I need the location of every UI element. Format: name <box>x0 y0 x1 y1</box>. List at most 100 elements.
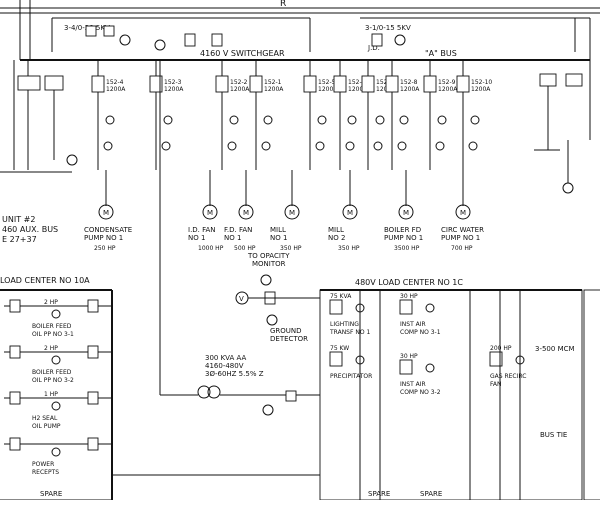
lc-right-rating: 75 KW <box>330 345 349 352</box>
motor-symbol <box>202 204 218 220</box>
motor-name-1: MILL <box>270 226 286 234</box>
lc-left-title: LOAD CENTER NO 10A <box>0 276 90 285</box>
feeder-rating: 1200A <box>106 86 126 93</box>
lc-left-breaker <box>9 345 21 359</box>
unit-label-3: E 27+37 <box>2 235 37 244</box>
feeder-rating: 1200A <box>318 86 338 93</box>
xfmr-line-2: 4160-480V <box>205 362 244 370</box>
feeder-id: 152-1 <box>264 79 282 86</box>
feeder-id: 152-3 <box>164 79 182 86</box>
lc-left-motor <box>51 309 61 319</box>
lc-left-spare: SPARE <box>40 490 62 498</box>
ct-symbol <box>263 115 273 125</box>
lc-left-name-2: RECEPTS <box>32 469 59 476</box>
ct-symbol <box>163 115 173 125</box>
lc-left-name-2: OIL PP NO 3-2 <box>32 377 74 384</box>
lc-right-spare-1: SPARE <box>368 490 390 498</box>
lc-right-load <box>425 363 435 373</box>
motor-name-1: CONDENSATE <box>84 226 132 234</box>
xfmr-meter <box>262 404 274 416</box>
feeder-breaker <box>91 75 105 93</box>
motor-name-1: CIRC WATER <box>441 226 484 234</box>
motor-name-2: PUMP NO 1 <box>84 234 123 242</box>
feeder-rating: 1200A <box>471 86 491 93</box>
feeder-id: 152-2 <box>230 79 248 86</box>
lc-right-feeder-label: 3-500 MCM <box>535 345 575 353</box>
ammeter-symbol <box>227 141 237 151</box>
feeder-breaker <box>456 75 470 93</box>
ct-symbol <box>229 115 239 125</box>
feeder-breaker <box>385 75 399 93</box>
marker-r: R <box>280 0 286 9</box>
motor-name-1: F.D. FAN <box>224 226 252 234</box>
motor-symbol <box>398 204 414 220</box>
ammeter-symbol <box>435 141 445 151</box>
lc-right-name: COMP NO 3-2 <box>400 389 441 396</box>
motor-letter: M <box>103 209 109 217</box>
motor-letter: M <box>347 209 353 217</box>
lc-left-breaker <box>9 299 21 313</box>
lc-left-name-1: BOILER FEED <box>32 323 72 330</box>
lc-left-motor <box>51 447 61 457</box>
lc-left-motor <box>51 355 61 365</box>
motor-name-1: I.D. FAN <box>188 226 216 234</box>
lc-left-breaker-2 <box>87 345 99 359</box>
lc-right-breaker <box>489 351 503 367</box>
right-breaker-a <box>539 73 557 87</box>
lc-right-name: LIGHTING <box>330 321 359 328</box>
xfmr-coil-1 <box>197 385 211 399</box>
motor-name-2: PUMP NO 1 <box>441 234 480 242</box>
motor-symbol <box>455 204 471 220</box>
lc-right-rating: 200 HP <box>490 345 512 352</box>
bus-label: 4160 V SWITCHGEAR <box>200 49 285 58</box>
ammeter-symbol <box>103 141 113 151</box>
opacity-label-2: MONITOR <box>252 260 286 268</box>
motor-name-2: NO 1 <box>270 234 287 242</box>
lc-left-breaker <box>9 437 21 451</box>
lc-right-title: 480V LOAD CENTER NO 1C <box>355 278 463 287</box>
lc-third-frame <box>583 289 600 501</box>
feeder-rating: 1200A <box>164 86 184 93</box>
top-breakers <box>85 25 406 51</box>
lc-right-rating: 30 HP <box>400 353 418 360</box>
lc-right-breaker <box>399 299 413 315</box>
motor-symbol <box>284 204 300 220</box>
lc-right-breaker <box>399 359 413 375</box>
ct-meter <box>260 274 272 286</box>
xfmr-coil-2 <box>207 385 221 399</box>
feeder-breaker <box>215 75 229 93</box>
right-breaker-b <box>565 73 583 87</box>
feeder-rating: 1200A <box>438 86 458 93</box>
opacity-label-1: TO OPACITY <box>247 252 290 260</box>
lc-left-hp: 2 HP <box>44 345 58 352</box>
lc-right-name: INST AIR <box>400 381 426 388</box>
motor-hp: 1000 HP <box>198 245 224 252</box>
lc-right-name: INST AIR <box>400 321 426 328</box>
motor-symbol <box>98 204 114 220</box>
ct-symbol <box>470 115 480 125</box>
ammeter-symbol <box>345 141 355 151</box>
ct-symbol <box>105 115 115 125</box>
motor-name-2: NO 1 <box>224 234 241 242</box>
breaker-top-label: J.D. <box>367 44 380 52</box>
motor-name-2: NO 1 <box>188 234 205 242</box>
feeder-breaker <box>423 75 437 93</box>
lc-left-name-1: H2 SEAL <box>32 415 58 422</box>
lc-right-name: FAN <box>490 381 502 388</box>
lc-left-breaker <box>9 391 21 405</box>
motor-name-1: MILL <box>328 226 344 234</box>
feeder-id: 152-5 <box>318 79 336 86</box>
feeder-breaker <box>361 75 375 93</box>
feeder-rating: 1200A <box>264 86 284 93</box>
lc-right-name: COMP NO 3-1 <box>400 329 441 336</box>
motor-name-2: PUMP NO 1 <box>384 234 423 242</box>
motor-letter: M <box>289 209 295 217</box>
feeder-id: 152-10 <box>471 79 492 86</box>
motor-hp: 500 HP <box>234 245 256 252</box>
lc-left-hp: 2 HP <box>44 299 58 306</box>
feeder-breaker <box>249 75 263 93</box>
